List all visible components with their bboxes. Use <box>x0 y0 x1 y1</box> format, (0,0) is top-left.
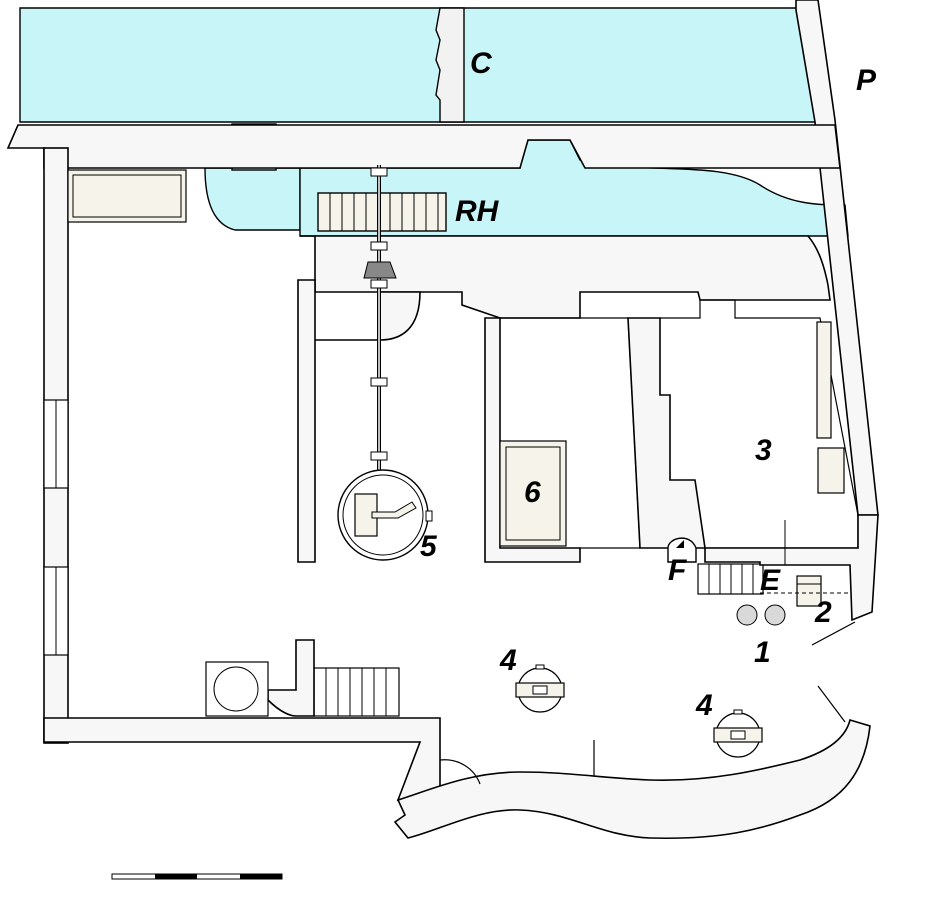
label-item-6: 6 <box>524 476 541 509</box>
label-canal: C <box>470 47 493 80</box>
label-wheel-house: RH <box>455 195 500 228</box>
label-room-3: 3 <box>755 434 772 467</box>
item-4-machine-east <box>713 709 763 758</box>
millstone-5 <box>337 469 433 561</box>
room-3-west-wall <box>627 317 706 549</box>
room-3-cabinet <box>817 447 845 494</box>
tailrace-water <box>204 167 301 231</box>
label-item-5: 5 <box>420 530 438 563</box>
label-item-1: 1 <box>754 636 771 669</box>
item-6-tank <box>499 440 567 547</box>
item-1-units <box>736 604 786 626</box>
label-item-4-west: 4 <box>499 644 517 677</box>
label-item-f: F <box>668 554 687 587</box>
label-item-4-east: 4 <box>695 689 713 722</box>
scale-bar <box>111 873 283 880</box>
north-hall-tank <box>67 169 187 223</box>
circular-machine <box>205 661 269 717</box>
door-arc-south <box>439 759 481 785</box>
north-wall <box>6 124 841 169</box>
east-room-south-wall <box>704 514 879 622</box>
staircase-east <box>697 563 764 595</box>
item-2-box <box>796 575 822 607</box>
label-item-e: E <box>760 564 781 597</box>
waterwheel <box>317 192 447 232</box>
label-item-2: 2 <box>814 596 832 629</box>
wheelhouse-south-wall <box>300 235 831 319</box>
item-4-machine-west <box>515 664 565 713</box>
furnace-f <box>667 537 697 563</box>
west-windows <box>43 399 69 656</box>
stair-side-wall <box>267 639 315 717</box>
canal-water <box>19 7 831 123</box>
canal-wall <box>435 7 465 123</box>
curved-south-wall <box>393 718 871 840</box>
south-wall <box>43 717 441 802</box>
label-path: P <box>856 64 877 97</box>
staircase-west <box>313 667 400 717</box>
room-3-bench <box>816 321 832 439</box>
